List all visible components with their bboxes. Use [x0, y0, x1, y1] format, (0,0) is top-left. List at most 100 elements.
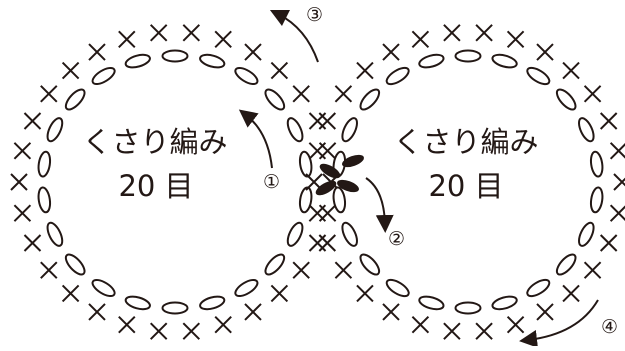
- right-chain-stitch: [491, 295, 518, 311]
- left-single-crochet-mark: [270, 284, 289, 303]
- left-chain-stitch: [264, 88, 286, 111]
- right-single-crochet-mark: [443, 24, 461, 42]
- right-chain-loop: [305, 24, 625, 340]
- right-chain-stitch: [454, 49, 482, 63]
- left-chain-stitch: [91, 66, 116, 86]
- left-chain-loop: [10, 24, 340, 340]
- right-single-crochet-mark: [506, 315, 525, 334]
- right-single-crochet-mark: [318, 112, 337, 130]
- left-chain-stitch: [124, 53, 151, 69]
- step-label-1: ①: [263, 171, 281, 193]
- left-single-crochet-mark: [23, 234, 42, 252]
- left-chain-stitch: [234, 278, 259, 298]
- arrow-step-4: [519, 299, 599, 348]
- right-chain-stitch: [454, 301, 482, 315]
- step-label-3: ③: [306, 4, 324, 26]
- left-single-crochet-mark: [40, 85, 58, 103]
- left-chain-stitch: [161, 49, 189, 63]
- left-chain-stitch: [264, 253, 286, 276]
- right-single-crochet-mark: [536, 43, 554, 61]
- right-chain-stitch: [332, 186, 347, 214]
- right-chain-stitch: [578, 221, 595, 247]
- right-chain-stitch: [491, 53, 518, 69]
- right-single-crochet-mark: [318, 234, 337, 252]
- right-single-crochet-mark: [334, 85, 353, 103]
- right-single-crochet-mark: [411, 315, 430, 334]
- right-single-crochet-mark: [356, 284, 374, 303]
- right-chain-stitch: [418, 295, 445, 311]
- left-chain-stitch: [64, 253, 86, 276]
- right-chain-stitch: [526, 278, 551, 298]
- left-single-crochet-mark: [149, 322, 168, 340]
- arrow-step-1: [238, 109, 273, 169]
- left-single-crochet-mark: [88, 303, 106, 321]
- left-single-crochet-mark: [270, 61, 289, 80]
- right-loop-count: 20 目: [428, 169, 504, 203]
- left-single-crochet-mark: [61, 284, 80, 303]
- right-single-crochet-mark: [562, 284, 580, 303]
- right-single-crochet-mark: [475, 24, 493, 42]
- joining-stitch: [342, 154, 364, 168]
- right-chain-stitch: [589, 150, 604, 178]
- left-single-crochet-mark: [292, 85, 310, 103]
- right-chain-stitch: [555, 88, 577, 111]
- right-single-crochet-mark: [308, 204, 327, 222]
- arrow-step-3: [269, 9, 319, 63]
- right-chain-stitch: [589, 186, 604, 214]
- left-single-crochet-mark: [244, 43, 262, 61]
- right-chain-stitch: [526, 66, 551, 86]
- right-chain-stitch: [578, 117, 595, 143]
- right-single-crochet-mark: [599, 112, 618, 130]
- right-chain-stitch: [385, 278, 410, 298]
- right-single-crochet-mark: [356, 61, 374, 80]
- left-single-crochet-mark: [182, 322, 201, 340]
- left-chain-stitch: [298, 150, 313, 178]
- right-chain-stitch: [359, 88, 381, 111]
- right-chain-stitch: [341, 221, 358, 247]
- left-single-crochet-mark: [292, 261, 310, 279]
- right-chain-stitch: [359, 253, 381, 276]
- left-single-crochet-mark: [23, 112, 42, 130]
- right-single-crochet-mark: [562, 61, 580, 80]
- left-chain-stitch: [64, 88, 86, 111]
- left-single-crochet-mark: [61, 61, 80, 80]
- right-single-crochet-mark: [308, 142, 327, 160]
- right-single-crochet-mark: [475, 322, 493, 340]
- left-chain-stitch: [46, 117, 64, 143]
- left-loop-count: 20 目: [118, 169, 194, 203]
- right-chain-stitch: [341, 117, 358, 143]
- left-single-crochet-mark: [214, 315, 232, 334]
- joining-stitch: [337, 179, 359, 193]
- left-single-crochet-mark: [40, 261, 58, 279]
- right-chain-stitch: [385, 66, 410, 86]
- right-loop-title: くさり編み: [393, 125, 539, 159]
- right-chain-stitch: [418, 53, 445, 69]
- left-chain-stitch: [91, 278, 116, 298]
- center-stitches: [315, 154, 364, 196]
- left-single-crochet-mark: [214, 30, 232, 49]
- right-single-crochet-mark: [613, 173, 625, 191]
- left-chain-stitch: [234, 66, 259, 86]
- right-single-crochet-mark: [583, 85, 602, 103]
- joining-stitch: [319, 163, 341, 179]
- left-chain-stitch: [286, 221, 304, 247]
- arrow-step-2: [365, 177, 394, 233]
- right-single-crochet-mark: [506, 30, 525, 49]
- step-label-4: ④: [601, 316, 619, 338]
- left-chain-stitch: [46, 221, 64, 247]
- left-single-crochet-mark: [118, 30, 136, 49]
- left-loop-title: くさり編み: [82, 125, 228, 159]
- right-chain-stitch: [555, 253, 577, 276]
- right-single-crochet-mark: [334, 261, 353, 279]
- step-label-2: ②: [388, 228, 406, 250]
- left-chain-stitch: [199, 53, 226, 69]
- right-single-crochet-mark: [382, 43, 400, 61]
- left-chain-stitch: [37, 150, 52, 178]
- joining-stitch: [315, 180, 337, 196]
- right-single-crochet-mark: [583, 261, 602, 279]
- left-chain-stitch: [124, 295, 151, 311]
- left-chain-stitch: [37, 186, 52, 214]
- left-chain-stitch: [161, 301, 189, 315]
